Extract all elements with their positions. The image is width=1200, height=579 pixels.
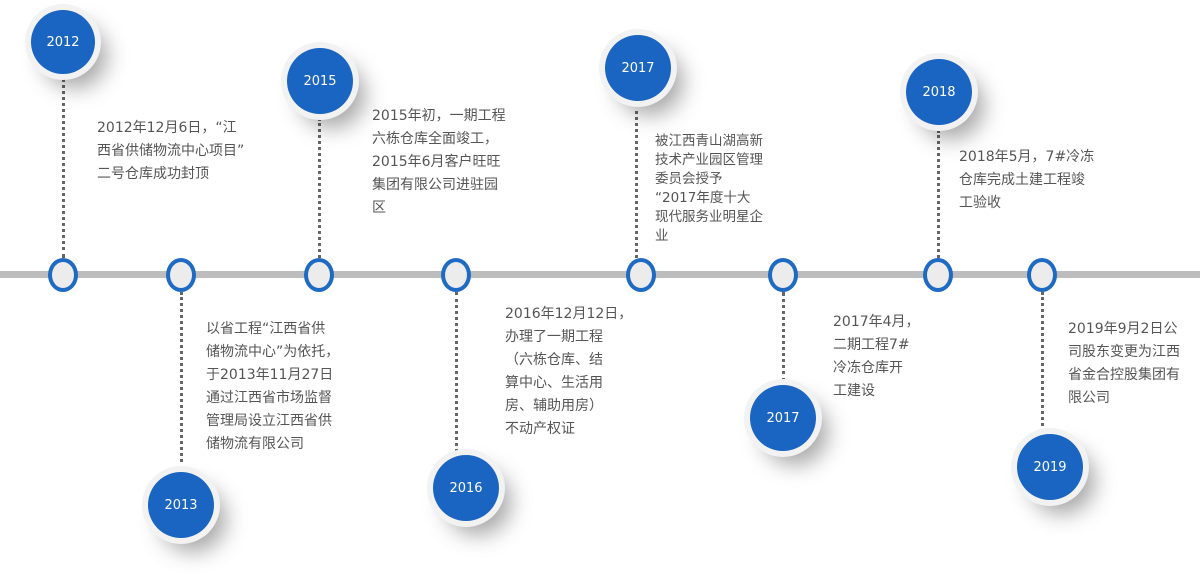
connector-2013 [180, 292, 183, 462]
connector-2017a [635, 104, 638, 258]
timeline-node-2016 [441, 258, 471, 292]
timeline-axis [0, 271, 1200, 278]
connector-2016 [455, 292, 458, 452]
timeline-node-2012 [48, 258, 78, 292]
year-badge-2016: 2016 [433, 455, 499, 521]
year-badge-2018: 2018 [906, 59, 972, 125]
year-badge-2017b: 2017 [750, 385, 816, 451]
timeline-node-2018 [923, 258, 953, 292]
year-badge-2019: 2019 [1017, 434, 1083, 500]
timeline-node-2019 [1027, 258, 1057, 292]
year-badge-2013: 2013 [148, 472, 214, 538]
timeline-node-2013 [166, 258, 196, 292]
event-text-2016: 2016年12月12日， 办理了一期工程 （六栋仓库、结 算中心、生活用 房、辅… [505, 306, 633, 437]
event-text-2017a: 被江西青山湖高新 技术产业园区管理 委员会授予 “2017年度十大 现代服务业明… [655, 133, 763, 244]
connector-2017b [782, 292, 785, 382]
connector-2012 [62, 78, 65, 258]
timeline-node-2017b [768, 258, 798, 292]
timeline-node-2015 [304, 258, 334, 292]
year-badge-2012: 2012 [31, 10, 95, 74]
connector-2015 [318, 118, 321, 258]
connector-2018 [937, 130, 940, 258]
event-text-2015: 2015年初，一期工程 六栋仓库全面竣工， 2015年6月客户旺旺 集团有限公司… [372, 108, 506, 216]
event-text-2019: 2019年9月2日公 司股东变更为江西 省金合控股集团有 限公司 [1068, 321, 1180, 406]
year-badge-2017a: 2017 [605, 35, 671, 101]
event-text-2017b: 2017年4月， 二期工程7# 冷冻仓库开 工建设 [833, 314, 920, 399]
timeline-node-2017a [626, 258, 656, 292]
connector-2019 [1041, 292, 1044, 432]
event-text-2013: 以省工程“江西省供 储物流中心”为依托， 于2013年11月27日 通过江西省市… [206, 321, 340, 452]
event-text-2018: 2018年5月，7#冷冻 仓库完成土建工程竣 工验收 [959, 149, 1095, 211]
event-text-2012: 2012年12月6日，“江 西省供储物流中心项目” 二号仓库成功封顶 [97, 120, 245, 182]
year-badge-2015: 2015 [287, 48, 353, 114]
